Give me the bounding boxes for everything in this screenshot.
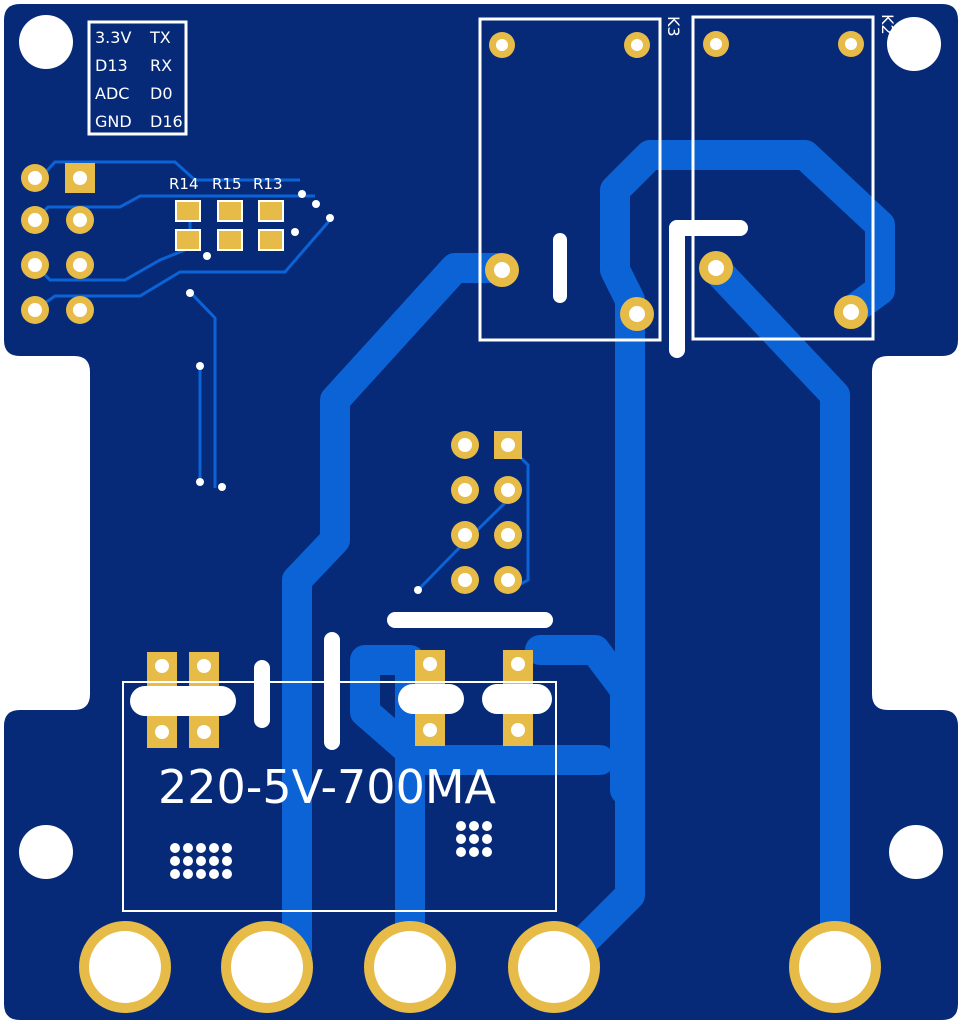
power-module-label: 220-5V-700MA — [158, 760, 497, 814]
resistor-r13-pad-bottom — [258, 229, 284, 251]
relay-k2: K2 — [691, 14, 897, 341]
header-label-tx: TX — [149, 28, 171, 47]
resistor-label-r14: R14 — [169, 175, 199, 193]
header-label-d13: D13 — [95, 56, 128, 75]
mounting-hole-bottom-right — [889, 825, 943, 879]
terminal-pads — [79, 921, 881, 1013]
resistor-label-r13: R13 — [253, 175, 283, 193]
vias — [186, 190, 422, 594]
header-label-rx: RX — [150, 56, 172, 75]
resistor-r15-pad-bottom — [217, 229, 243, 251]
resistor-label-r15: R15 — [212, 175, 242, 193]
header-label-3v3: 3.3V — [95, 28, 131, 47]
relay-k3: K3 — [478, 16, 683, 342]
header-label-d16: D16 — [150, 112, 183, 131]
thermal-via-array-left — [170, 843, 232, 879]
mounting-hole-bottom-left — [19, 825, 73, 879]
resistor-r14-pad-bottom — [175, 229, 201, 251]
relay-label-k3: K3 — [664, 16, 683, 37]
header-labels: 3.3V TX D13 RX ADC D0 GND D16 — [95, 28, 183, 131]
relay-label-k2: K2 — [878, 14, 897, 35]
resistor-r15-pad-top — [217, 200, 243, 222]
power-module: 220-5V-700MA — [122, 681, 557, 912]
resistor-r14-pad-top — [175, 200, 201, 222]
header-label-adc: ADC — [95, 84, 129, 103]
mounting-hole-top-left — [19, 15, 73, 69]
power-module-pads — [130, 650, 552, 748]
thermal-via-array-right — [456, 821, 492, 857]
resistor-r13-pad-top — [258, 200, 284, 222]
pin-header-center — [451, 431, 522, 594]
resistors: R14 R15 R13 — [169, 175, 284, 251]
mounting-hole-top-right — [887, 17, 941, 71]
header-label-gnd: GND — [95, 112, 132, 131]
isolation-slots — [254, 220, 748, 750]
header-label-d0: D0 — [150, 84, 173, 103]
header-label-box — [87, 20, 188, 136]
pin-header-left — [21, 163, 95, 324]
